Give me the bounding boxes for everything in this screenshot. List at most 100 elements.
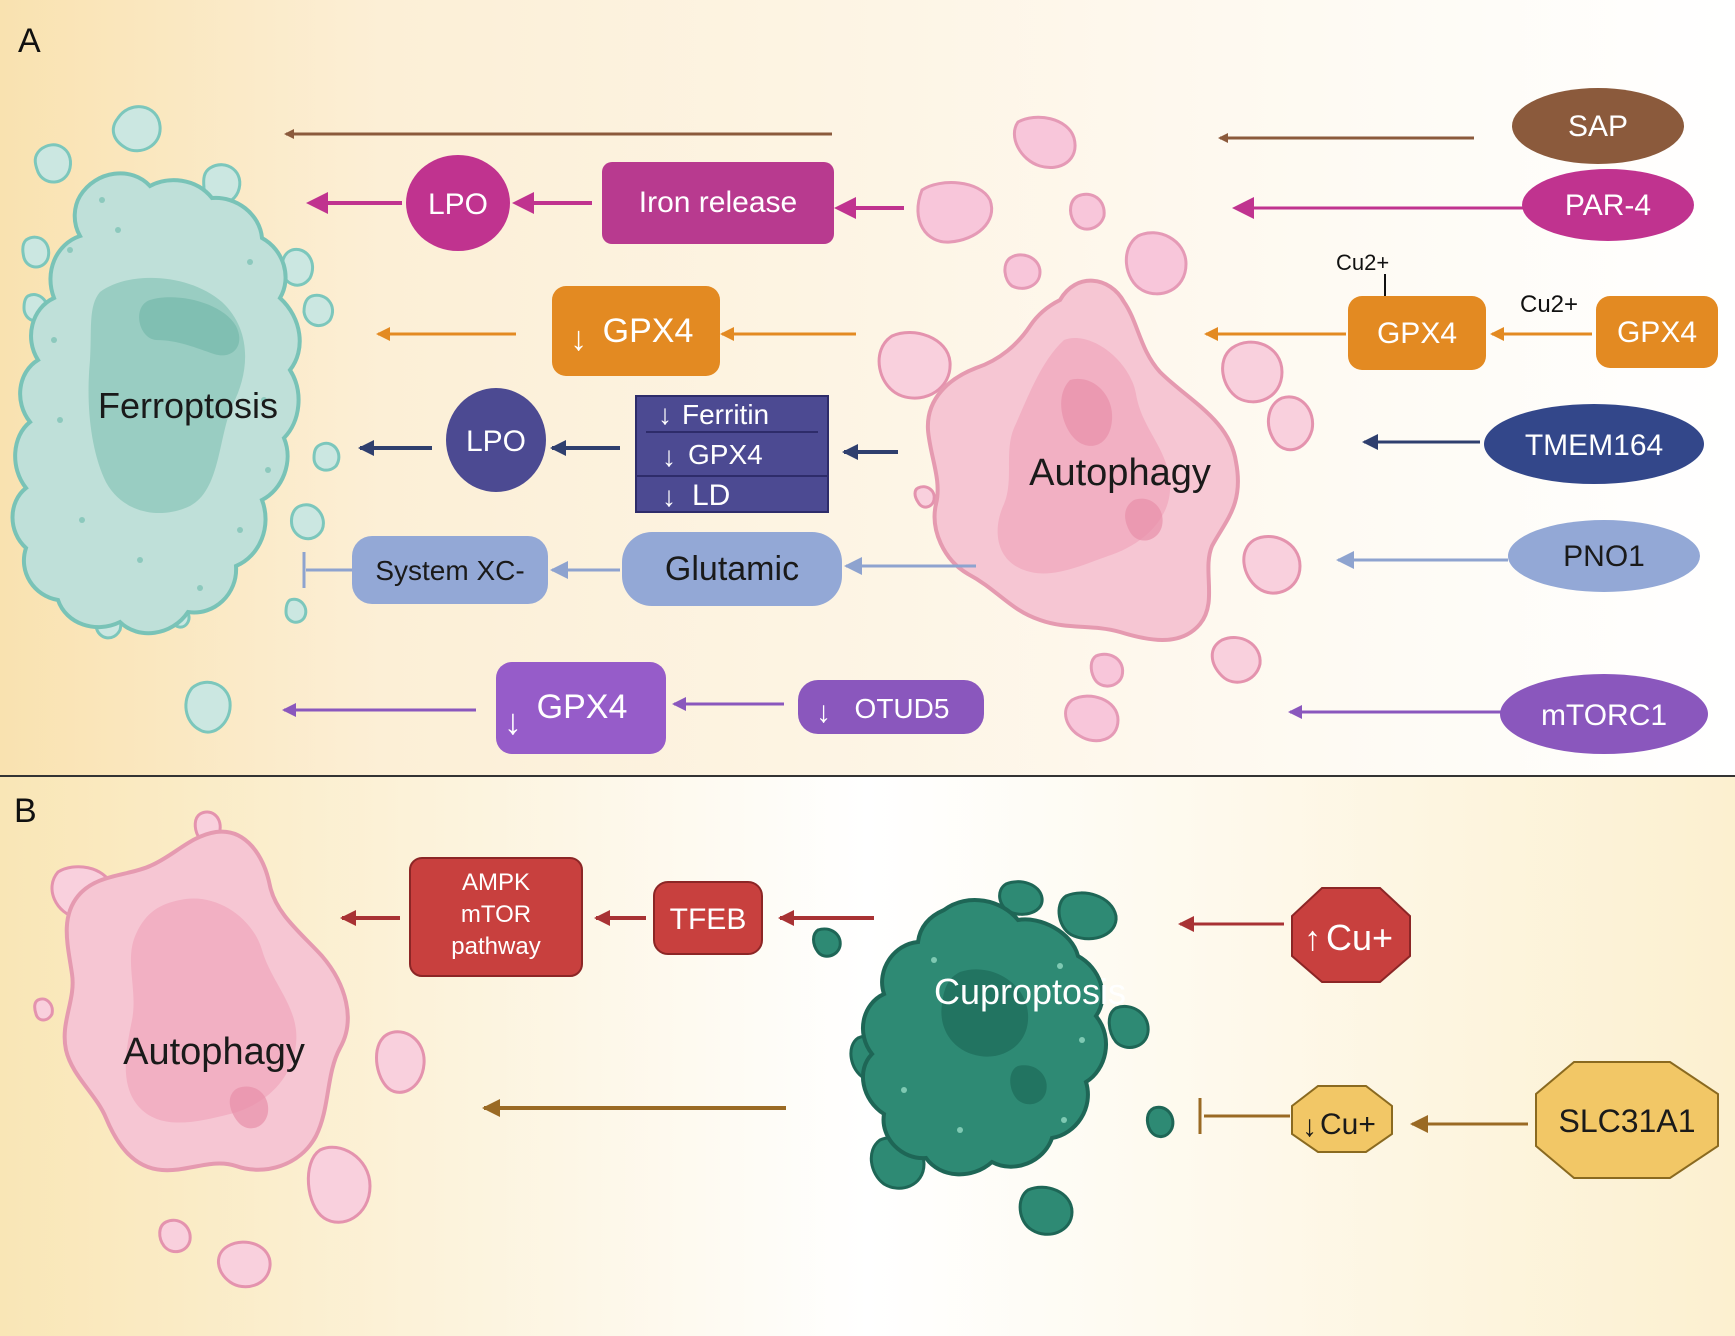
vesicle (306, 1145, 372, 1224)
vesicle (1266, 395, 1315, 452)
cu2-mid-label: Cu2+ (1520, 291, 1578, 318)
vesicle (21, 235, 51, 269)
vesicle (158, 1218, 192, 1254)
down-arrow-icon: ↓ (570, 320, 587, 358)
gpx4-purple-node (496, 662, 666, 754)
vesicle (111, 105, 162, 153)
vesicle (1003, 253, 1042, 290)
vesicle (1012, 115, 1077, 169)
ferroptosis-label: Ferroptosis (98, 385, 278, 426)
slc31a1-label: SLC31A1 (1559, 1103, 1696, 1139)
lpo-navy-node (446, 388, 546, 492)
down-arrow-icon: ↓ (1302, 1110, 1317, 1143)
vesicle (302, 293, 335, 328)
mitochondrion (1010, 1065, 1047, 1105)
vesicle (33, 143, 72, 184)
pathway-label: pathway (451, 933, 540, 960)
system-xc-node (352, 536, 548, 604)
panel-b-label: B (14, 792, 37, 830)
vesicle (280, 247, 315, 287)
lpo-magenta-label: LPO (428, 188, 488, 221)
cuproptosis-nucleus (941, 969, 1029, 1057)
mtorc1-node (1500, 674, 1708, 754)
down-arrow-icon: ↓ (816, 696, 831, 729)
cu-up-label: Cu+ (1326, 917, 1393, 958)
iron-release-node (602, 162, 834, 244)
autophagy-b-label: Autophagy (123, 1031, 305, 1073)
vesicle (1018, 1185, 1074, 1236)
mtor-label: mTOR (461, 901, 531, 928)
lpo-magenta-node (406, 155, 510, 251)
lysosome (229, 1086, 269, 1129)
vesicle (184, 680, 232, 734)
cu-down-node (1291, 1085, 1393, 1153)
vesicle (1221, 340, 1284, 404)
lysosome (1125, 498, 1163, 541)
par4-node (1522, 169, 1694, 241)
vesicle (1057, 891, 1118, 941)
down-arrow-icon: ↓ (662, 441, 676, 472)
autophagy-cell-b: Autophagy (33, 810, 426, 1289)
ferroptosis-nucleolus (139, 297, 240, 356)
cuproptosis-label: Cuproptosis (934, 971, 1126, 1012)
down-arrow-icon: ↓ (658, 399, 672, 430)
gpx4-down-orange-label: GPX4 (603, 312, 694, 350)
cu-up-node (1291, 887, 1411, 983)
lpo-navy-label: LPO (466, 425, 526, 458)
mtorc1-label: mTORC1 (1541, 699, 1667, 732)
vesicle (998, 880, 1044, 916)
vesicle (812, 927, 842, 958)
lysosome (1061, 378, 1113, 446)
ferritin-label: Ferritin (682, 399, 769, 430)
otud5-node (798, 680, 984, 734)
system-xc-label: System XC- (375, 555, 524, 586)
down-arrow-icon: ↓ (662, 481, 676, 512)
cu2-top-label: Cu2+ (1336, 250, 1389, 275)
autophagy-a-label: Autophagy (1029, 452, 1211, 494)
vesicle (1107, 1005, 1150, 1049)
pno1-label: PNO1 (1563, 540, 1645, 573)
up-arrow-icon: ↑ (1304, 920, 1321, 958)
vesicle (1242, 534, 1302, 595)
vesicle (284, 597, 308, 624)
sap-node (1512, 88, 1684, 164)
otud5-label: OTUD5 (855, 693, 950, 724)
panel-a-label: A (18, 22, 41, 60)
pno1-node (1508, 520, 1700, 592)
ampk-mtor-node (409, 857, 583, 977)
gpx4-purple-label: GPX4 (537, 688, 628, 726)
vesicle (1145, 1105, 1175, 1138)
vesicle (290, 503, 325, 541)
arrows-panel-a (282, 129, 1592, 719)
gpx4-mid-label: GPX4 (1377, 317, 1457, 350)
vesicle (916, 181, 994, 244)
vesicle (1089, 652, 1125, 688)
ferritin-gpx4-ld-box (635, 395, 829, 513)
vesicle (877, 331, 952, 400)
ferroptosis-cell: Ferroptosis (10, 105, 341, 734)
vesicle (312, 441, 341, 472)
gpx4-mid-node (1348, 296, 1486, 370)
tmem164-label: TMEM164 (1525, 429, 1663, 462)
glutamic-node (622, 532, 842, 606)
slc31a1-node (1535, 1061, 1719, 1179)
par4-label: PAR-4 (1565, 189, 1651, 222)
down-arrow-icon: ↓ (504, 701, 522, 742)
gpx4-right-node (1596, 296, 1718, 368)
sap-label: SAP (1568, 110, 1628, 143)
cuproptosis-cell: Cuproptosis (812, 880, 1175, 1236)
gpx4-box-label: GPX4 (688, 439, 763, 470)
ampk-label: AMPK (462, 869, 530, 896)
vesicle (1124, 231, 1188, 296)
tfeb-label: TFEB (670, 903, 747, 936)
tfeb-node (653, 881, 763, 955)
vesicle (1210, 636, 1262, 684)
vesicle (913, 485, 936, 509)
autophagosome (125, 898, 297, 1123)
vesicle (33, 997, 54, 1022)
arrows-panel-b (340, 910, 1528, 1134)
cu-down-label: Cu+ (1320, 1108, 1376, 1141)
gpx4-down-orange-node (552, 286, 720, 376)
